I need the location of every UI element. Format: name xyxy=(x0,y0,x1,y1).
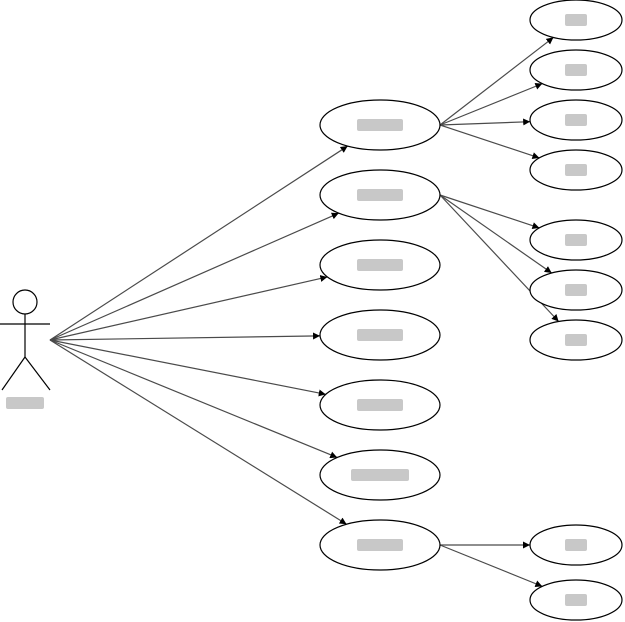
edges-layer xyxy=(49,36,560,587)
use-case-uc-scenic-label xyxy=(357,119,403,131)
edge-uc-scenic-scenic-delete xyxy=(439,83,543,126)
use-case-uc-scenic xyxy=(319,99,441,151)
edge-uc-scenic-scenic-add xyxy=(439,36,554,126)
edge-actor-uc-order xyxy=(49,212,339,341)
use-case-uc-notice-label xyxy=(357,399,403,411)
edge-uc-log-log-delete xyxy=(439,544,543,587)
edge-uc-scenic-scenic-edit xyxy=(439,118,531,126)
edge-actor-uc-user xyxy=(49,275,328,341)
actor-label xyxy=(6,397,44,409)
edge-uc-scenic-scenic-view xyxy=(439,124,540,160)
edge-actor-uc-log xyxy=(49,339,347,525)
sub-case-order-view xyxy=(529,319,623,361)
actor-left-leg xyxy=(1,356,26,391)
use-case-uc-carousel xyxy=(319,449,441,501)
sub-case-scenic-add xyxy=(529,0,623,41)
actor-head xyxy=(12,289,38,315)
edge-uc-order-order-delete xyxy=(439,194,540,230)
sub-case-scenic-view-label xyxy=(565,164,587,176)
sub-case-log-delete-label xyxy=(565,594,587,606)
sub-case-order-delete xyxy=(529,219,623,261)
use-case-uc-user xyxy=(319,239,441,291)
use-case-uc-order xyxy=(319,169,441,221)
sub-case-order-view-label xyxy=(565,334,587,346)
use-case-uc-role xyxy=(319,309,441,361)
sub-case-scenic-edit-label xyxy=(565,114,587,126)
use-case-uc-carousel-label xyxy=(351,469,409,481)
sub-case-log-delete xyxy=(529,579,623,621)
sub-case-log-view xyxy=(529,524,623,566)
edge-actor-uc-carousel xyxy=(49,339,338,459)
sub-case-scenic-edit xyxy=(529,99,623,141)
actor-admin xyxy=(0,289,51,409)
edge-actor-uc-notice xyxy=(49,339,326,397)
use-case-uc-notice xyxy=(319,379,441,431)
use-case-uc-order-label xyxy=(357,189,403,201)
sub-case-order-edit-label xyxy=(565,284,587,296)
nodes-layer xyxy=(319,0,623,621)
edge-actor-uc-role xyxy=(49,332,321,341)
sub-case-scenic-delete xyxy=(529,49,623,91)
use-case-uc-role-label xyxy=(357,329,403,341)
sub-case-order-edit xyxy=(529,269,623,311)
edge-actor-uc-scenic xyxy=(49,145,349,341)
sub-case-log-view-label xyxy=(565,539,587,551)
actor-right-leg xyxy=(24,356,51,391)
sub-case-scenic-add-label xyxy=(565,14,587,26)
sub-case-order-delete-label xyxy=(565,234,587,246)
sub-case-scenic-view xyxy=(529,149,623,191)
edge-uc-order-order-edit xyxy=(439,194,553,274)
use-case-uc-log-label xyxy=(357,539,403,551)
use-case-uc-log xyxy=(319,519,441,571)
sub-case-scenic-delete-label xyxy=(565,64,587,76)
use-case-uc-user-label xyxy=(357,259,403,271)
